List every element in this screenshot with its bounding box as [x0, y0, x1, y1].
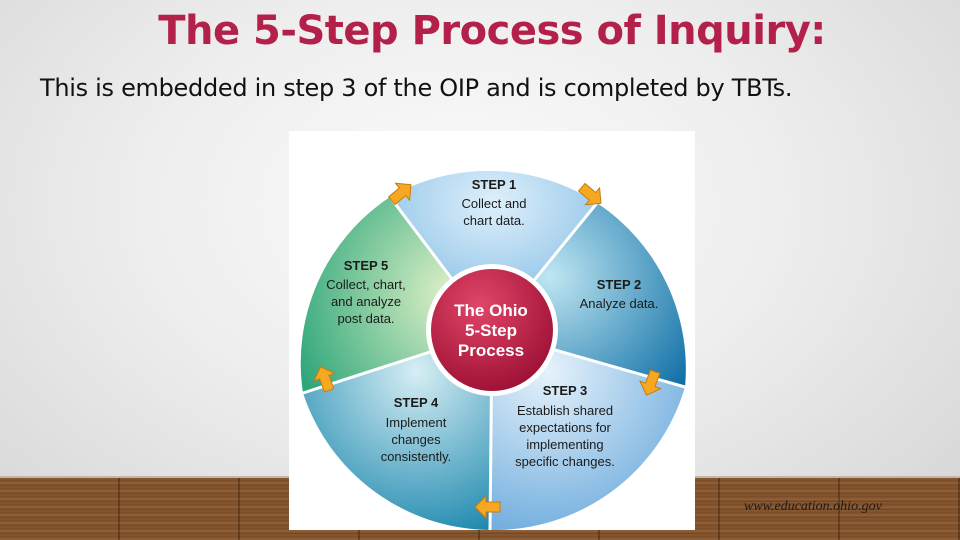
- step-5-line-3: post data.: [337, 311, 394, 326]
- step-1-line-1: Collect and: [461, 196, 526, 211]
- step-5-line-1: Collect, chart,: [326, 277, 405, 292]
- arrow-icon: [387, 182, 412, 206]
- step-1-sector: [390, 170, 597, 332]
- arrow-icon: [639, 369, 662, 396]
- center-label-line-2: 5-Step: [465, 321, 517, 340]
- arrow-icon: [577, 182, 602, 206]
- arrow-icons: [313, 182, 662, 520]
- arrow-icon: [474, 494, 501, 520]
- step-1-heading: STEP 1: [472, 177, 517, 192]
- step-3-heading: STEP 3: [543, 383, 588, 398]
- step-3-sector: [490, 332, 685, 530]
- step-4-heading: STEP 4: [394, 395, 439, 410]
- step-4-sector: [303, 332, 492, 530]
- slide-subtitle: This is embedded in step 3 of the OIP an…: [40, 74, 793, 102]
- arrow-icon: [313, 366, 336, 393]
- step-3-line-4: specific changes.: [515, 454, 615, 469]
- step-4-line-2: changes: [391, 432, 441, 447]
- process-wheel: The Ohio 5-Step Process STEP 1 Collect a…: [300, 170, 686, 530]
- slide-title: The 5-Step Process of Inquiry:: [158, 8, 826, 54]
- step-5-heading: STEP 5: [344, 258, 389, 273]
- step-3-line-3: implementing: [526, 437, 603, 452]
- step-3-line-2: expectations for: [519, 420, 611, 435]
- step-2-line-1: Analyze data.: [580, 296, 659, 311]
- center-circle: [431, 269, 553, 391]
- step-2-heading: STEP 2: [597, 277, 642, 292]
- step-3-line-1: Establish shared: [517, 403, 613, 418]
- step-4-line-3: consistently.: [381, 449, 452, 464]
- step-1-line-2: chart data.: [463, 213, 524, 228]
- process-diagram: The Ohio 5-Step Process STEP 1 Collect a…: [289, 131, 695, 530]
- center-label-line-3: Process: [458, 341, 524, 360]
- source-credit: www.education.ohio.gov: [744, 499, 882, 514]
- step-5-line-2: and analyze: [331, 294, 401, 309]
- center-label-line-1: The Ohio: [454, 301, 528, 320]
- step-4-line-1: Implement: [386, 415, 447, 430]
